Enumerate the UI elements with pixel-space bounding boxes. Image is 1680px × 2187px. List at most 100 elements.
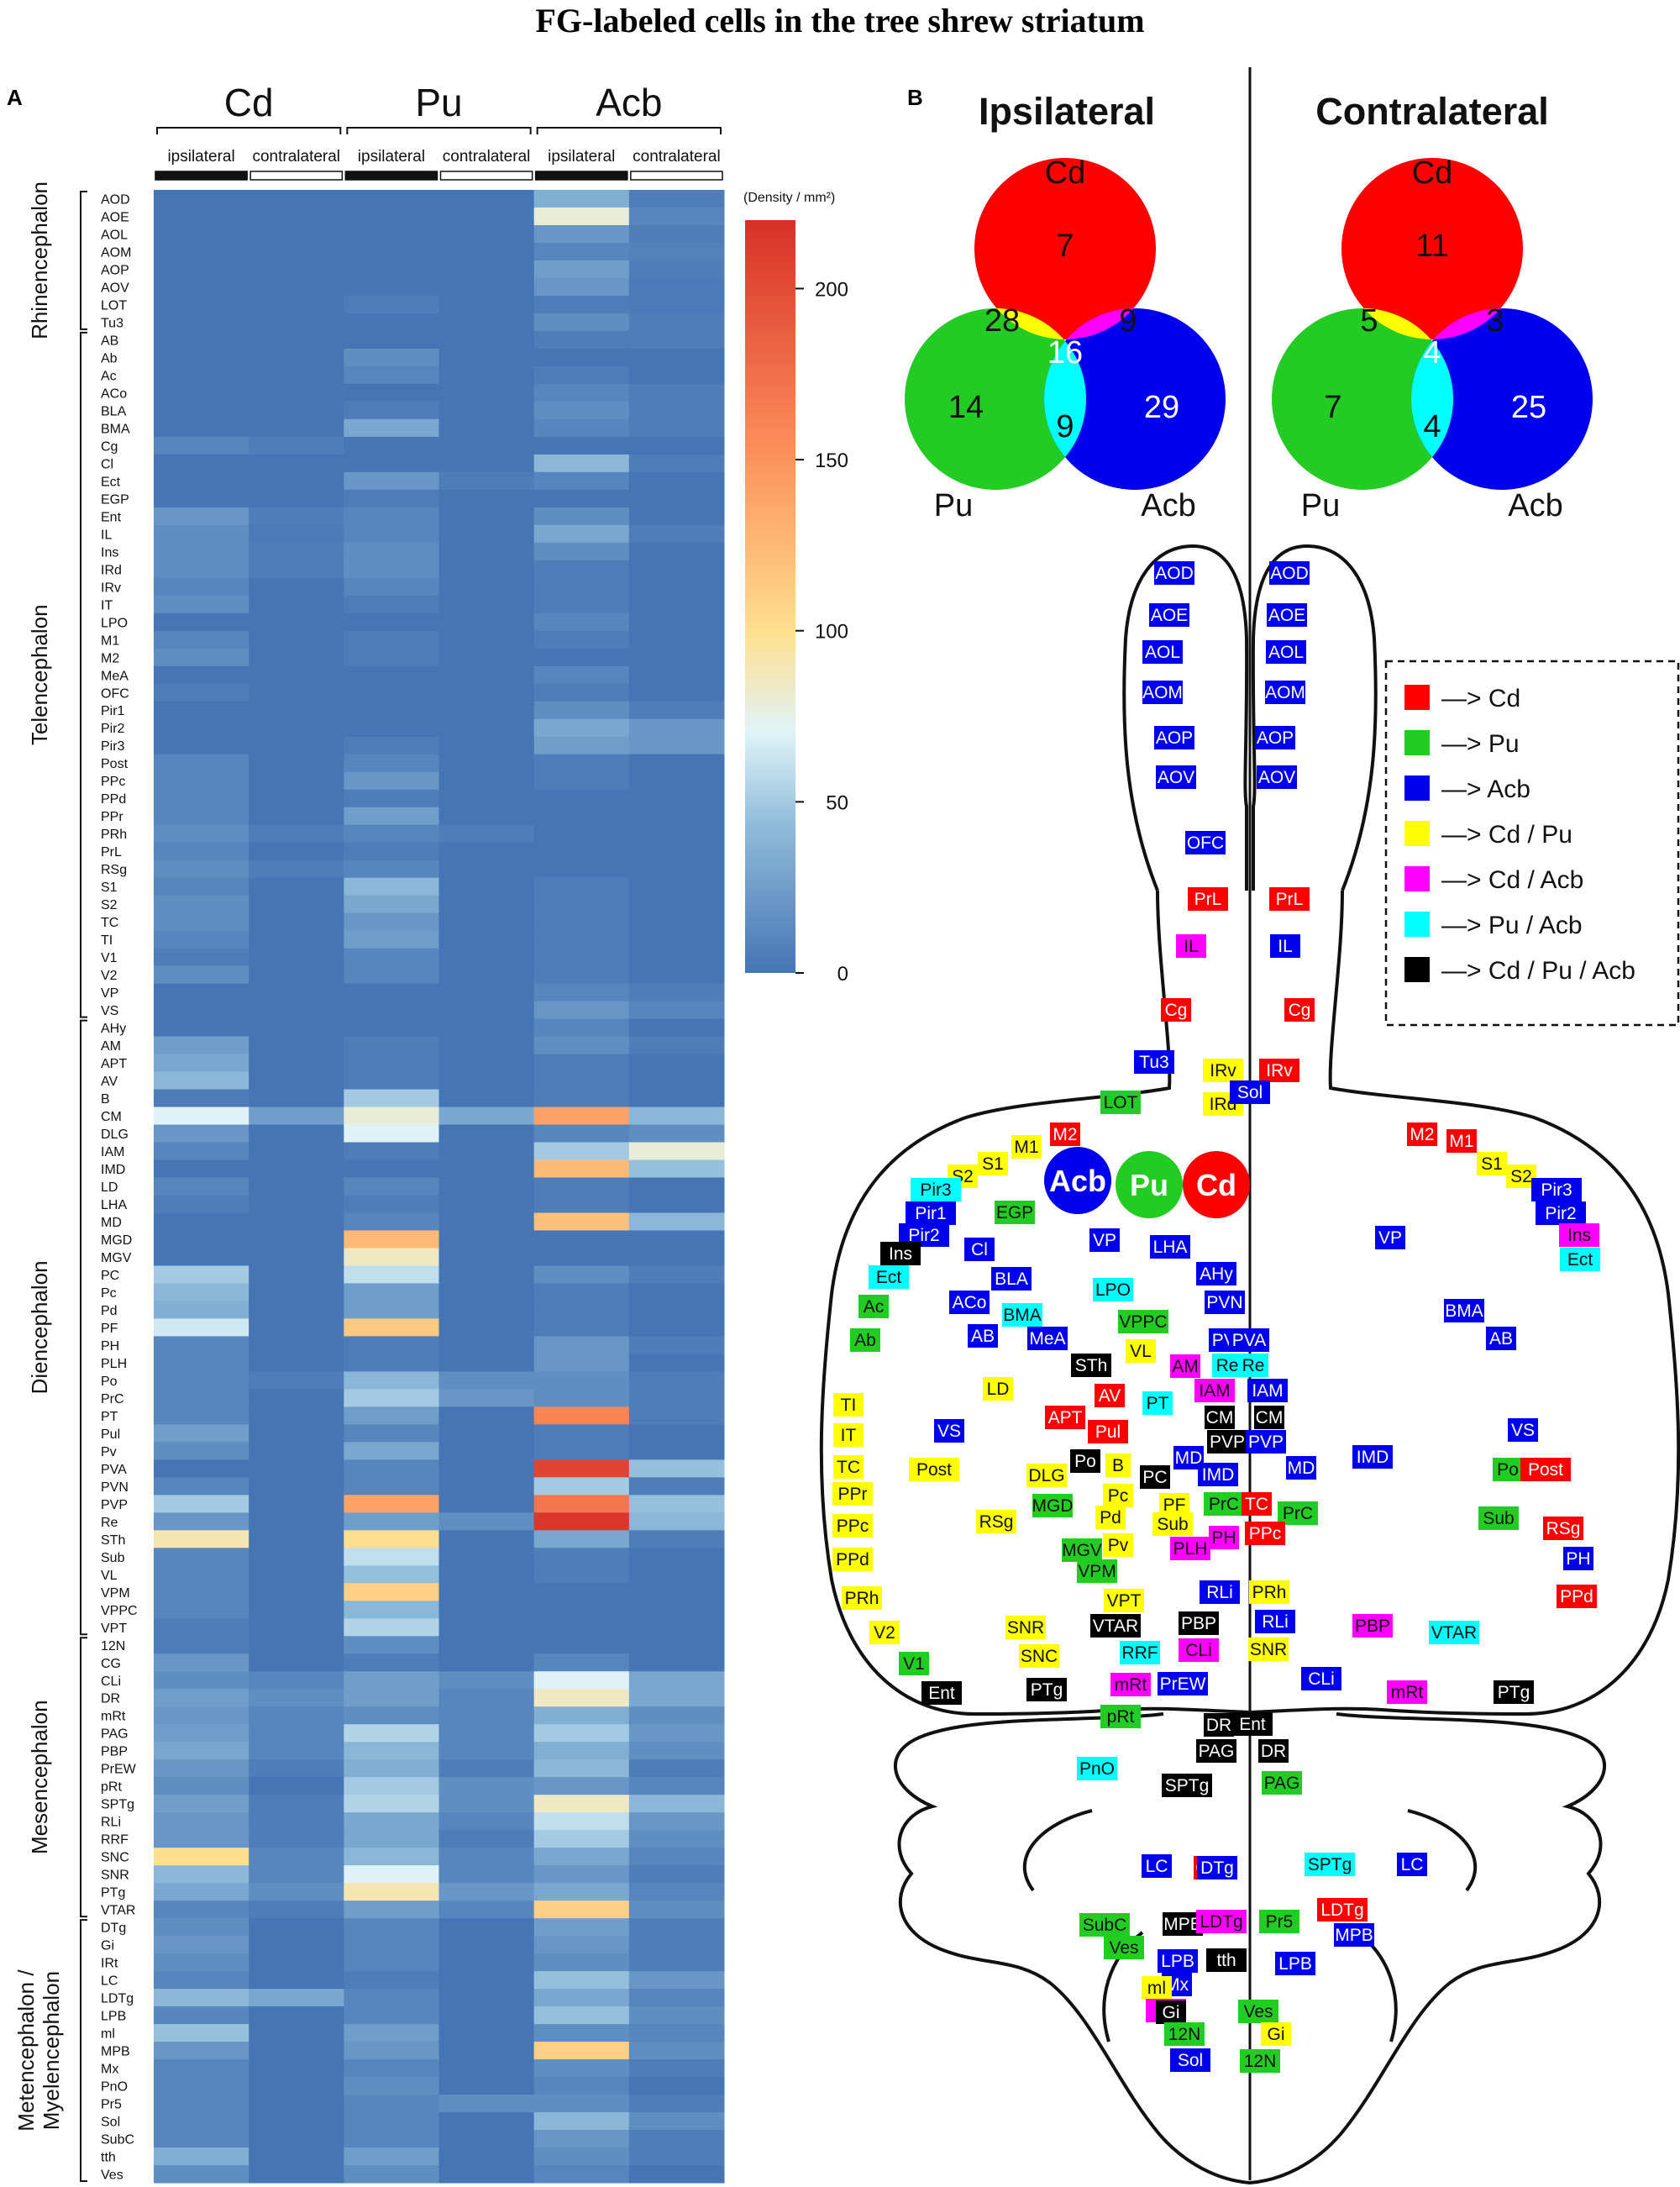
heatmap-cell [154,1883,249,1901]
heatmap-row-label: tth [101,2151,116,2165]
brain-region-label: Pul [1088,1420,1128,1443]
column-group-header: Acb [596,81,662,124]
heatmap-cell [533,1548,630,1566]
heatmap-cell [249,224,344,244]
brain-region-swatch [1002,1303,1042,1327]
heatmap-cell [533,2006,630,2025]
heatmap-cell [628,471,725,491]
brain-region-name: Pir2 [908,1226,939,1245]
heatmap-cell [344,454,439,473]
brain-region-name: IAM [1252,1381,1283,1401]
brain-region-name: PVP [1210,1433,1245,1452]
heatmap-cell [533,1689,630,1707]
heatmap-cell [533,1830,630,1848]
heatmap-cell [628,1636,725,1654]
heatmap-cell [628,1177,725,1196]
brain-region-label: DLG [1026,1464,1067,1487]
brain-region-label: SNR [1005,1616,1046,1639]
heatmap-cell [533,207,630,226]
heatmap-cell [533,1636,630,1654]
heatmap-cell [249,260,344,279]
brain-region-swatch [1261,2022,1291,2046]
heatmap-cell [344,983,439,1002]
panel-b-letter: B [907,85,923,110]
heatmap-cell [249,1636,344,1654]
heatmap-cell [344,190,439,208]
heatmap-row-label: Ab [101,351,118,365]
brain-region-swatch [991,1267,1032,1291]
brain-region-name: Cl [971,1240,988,1259]
heatmap-cell [249,1512,344,1531]
brain-region-swatch [1229,1328,1269,1352]
heatmap-row-label: APT [101,1057,127,1071]
brain-region-swatch [1176,934,1206,958]
heatmap-cell [344,507,439,526]
brain-region-name: PBP [1355,1617,1390,1636]
brain-region-label: PC [1140,1465,1170,1489]
heatmap-cell [628,1212,725,1231]
heatmap-cell [344,2077,439,2095]
brain-region-label: BMA [1002,1303,1042,1327]
brain-region-name: Ins [889,1244,912,1264]
heatmap-cell [249,1795,344,1813]
heatmap-cell [533,912,630,932]
heatmap-cell [438,1389,535,1407]
heatmap-cell [344,2148,439,2166]
brain-region-swatch [1156,765,1196,789]
brain-region-label: Ent [1232,1712,1273,1736]
brain-region-label: IL [1270,934,1300,958]
heatmap-region-brackets: RhinencephalonTelencephalonDiencephalonM… [13,181,87,2182]
brain-region-label: pRt [1100,1705,1141,1728]
heatmap-cell [344,1089,439,1108]
heatmap-cell [344,1865,439,1884]
brainstem-outline [893,1712,1607,2185]
heatmap-cell [249,860,344,879]
brain-region-name: DR [1261,1742,1286,1761]
heatmap-cell [344,2112,439,2131]
heatmap-cell [438,1230,535,1249]
heatmap-cell [249,401,344,420]
heatmap-cell [154,1018,249,1038]
legend-swatch [1404,866,1430,891]
brain-region-name: PPc [1249,1524,1282,1543]
heatmap-cell [533,1054,630,1073]
brain-region-label: LHA [1150,1235,1190,1259]
brain-region-label: 12N [1240,2049,1280,2073]
brain-region-name: RLi [1262,1612,1289,1632]
brain-region-label: IRv [1203,1059,1243,1082]
brain-region-swatch [1563,1547,1593,1570]
brain-region-label: Gi [1261,2022,1291,2046]
heatmap-cell [344,1971,439,1990]
brain-region-label: AOM [1265,681,1305,704]
heatmap-cell [438,524,535,544]
heatmap-cell [438,1689,535,1707]
heatmap-row-label: IL [101,528,112,542]
venn-circle-pu [905,308,1086,490]
heatmap-cell [154,2165,249,2184]
brain-region-name: AOE [1151,606,1188,625]
heatmap-cell [438,736,535,755]
heatmap-cell [154,524,249,544]
heatmap-cell [533,1918,630,1937]
contralateral-bar [249,171,344,181]
brain-region-name: TI [841,1396,857,1415]
heatmap-row-label: TC [101,916,118,930]
brain-region-name: DLG [1028,1466,1064,1485]
brain-region-label: SNR [1248,1638,1289,1661]
heatmap-cell [249,2112,344,2131]
heatmap-cell [533,190,630,208]
heatmap-cell [438,1777,535,1795]
heatmap-cell [249,1830,344,1848]
brain-region-swatch [1204,1492,1244,1516]
heatmap-cell [628,2095,725,2113]
brain-region-label: PAG [1262,1771,1302,1795]
heatmap-row-label: VPT [101,1622,127,1636]
heatmap-row-label: AV [101,1075,118,1089]
heatmap-cell [249,1812,344,1831]
heatmap-row-label: RRF [101,1833,129,1848]
heatmap-cell [344,1336,439,1354]
brain-region-swatch [1077,1559,1117,1583]
heatmap-cell [533,1124,630,1143]
heatmap-cell [344,965,439,985]
heatmap-cell [438,1812,535,1831]
